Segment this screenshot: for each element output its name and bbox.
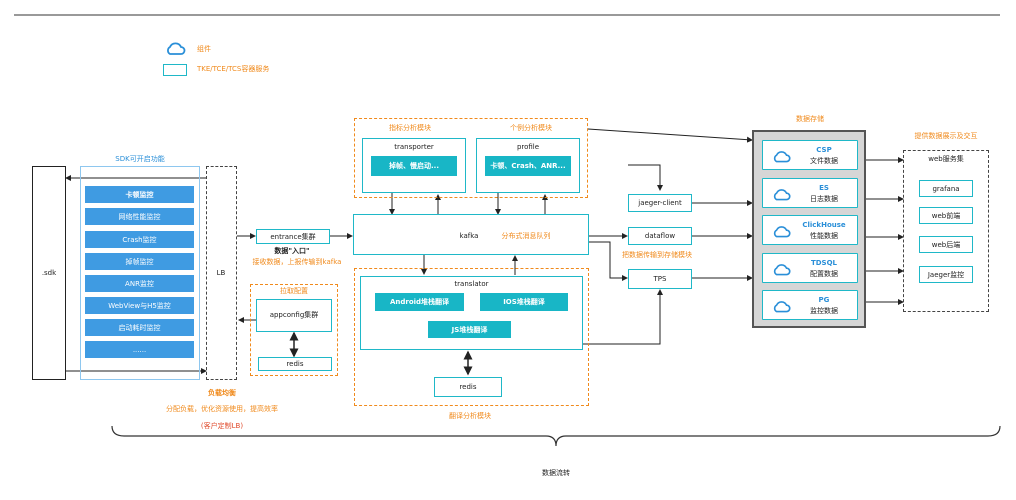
storage-item-clickhouse: ClickHouse 性能数据 [762,215,858,245]
kafka-box [353,214,589,255]
cloud-icon [167,42,186,55]
translator-box: translator [360,276,583,350]
sdk-feature-item: ANR监控 [85,275,194,292]
legend-container-label: TKE/TCE/TCS容器服务 [197,65,270,73]
sdk-box [32,166,66,380]
storage-item-csp: CSP 文件数据 [762,140,858,170]
entrance-cluster-box: entrance集群 [256,229,330,244]
cloud-icon [773,301,791,313]
lb-title: 负载均衡 [208,389,236,397]
kafka-description: 分布式消息队列 [501,232,551,240]
cloud-icon [773,151,791,163]
entrance-caption: 数据"入口" [274,247,310,255]
translator-redis-box: redis [434,377,502,397]
web-item: Jaeger监控 [919,266,973,283]
sdk-feature-item: ...... [85,341,194,358]
web-cluster-frame [903,150,989,312]
storage-item-pg: PG 监控数据 [762,290,858,320]
appconfig-redis-box: redis [258,357,332,371]
storage-name: ES [819,184,829,192]
container-legend-swatch [163,64,187,76]
sdk-label: .sdk [41,269,57,277]
lb-box [206,166,237,380]
sdk-feature-item: 启动耗时监控 [85,319,194,336]
web-item: web后端 [919,236,973,253]
analysis-dashed-frame [354,118,588,198]
jaeger-client-box: jaeger-client [628,194,692,212]
storage-desc: 文件数据 [810,157,838,165]
storage-name: TDSQL [810,259,838,267]
translator-dashed-frame [354,268,589,406]
storage-desc: 监控数据 [810,307,838,315]
appconfig-title: 拉取配置 [280,287,308,295]
cloud-icon [773,189,791,201]
storage-name: PG [818,296,830,304]
profile-inner: 卡顿、Crash、ANR... [485,156,571,176]
sdk-feature-item: WebView与H5监控 [85,297,194,314]
web-cluster-label: web服务集 [928,155,964,163]
tps-box: TPS [628,269,692,289]
translator-module-title: 翻译分析模块 [449,412,491,420]
middle-caption: 把数据传输到存储模块 [622,251,692,259]
data-flow-label: 数据流转 [542,469,570,477]
storage-name: ClickHouse [802,221,846,229]
appconfig-dashed-frame [250,284,338,376]
android-stack-translate: Android堆栈翻译 [375,293,464,311]
kafka-label: kafka [459,232,479,240]
storage-title: 数据存储 [796,115,824,123]
sdk-feature-item: 网络性能监控 [85,208,194,225]
ios-stack-translate: IOS堆栈翻译 [480,293,568,311]
case-analysis-title: 个例分析模块 [510,124,552,132]
transporter-inner: 掉帧、慢启动... [371,156,457,176]
sdk-feature-item: 卡顿监控 [85,186,194,203]
cloud-icon [773,226,791,238]
entrance-description: 接收数据，上报传输到kafka [252,258,342,266]
storage-item-es: ES 日志数据 [762,178,858,208]
web-title: 提供数据展示及交互 [914,132,978,140]
sdk-feature-item: 掉帧监控 [85,253,194,270]
dataflow-box: dataflow [628,227,692,245]
cloud-icon [773,264,791,276]
storage-desc: 配置数据 [810,270,838,278]
sdk-feature-item: Crash监控 [85,231,194,248]
metric-analysis-title: 指标分析模块 [389,124,431,132]
storage-name: CSP [816,146,832,154]
sdk-features-title: SDK可开启功能 [115,155,165,163]
storage-item-tdsql: TDSQL 配置数据 [762,253,858,283]
web-item: grafana [919,180,973,197]
storage-desc: 日志数据 [810,195,838,203]
appconfig-cluster-box: appconfig集群 [256,299,332,332]
sdk-features-panel [80,166,200,380]
legend-component-label: 组件 [197,45,211,53]
storage-desc: 性能数据 [810,232,838,240]
lb-description: 分配负载，优化资源使用，提高效率 [166,405,278,413]
js-stack-translate: JS堆栈翻译 [428,321,511,338]
web-item: web前端 [919,207,973,224]
lb-note: (客户定制LB) [200,422,244,430]
lb-label: LB [216,269,226,277]
